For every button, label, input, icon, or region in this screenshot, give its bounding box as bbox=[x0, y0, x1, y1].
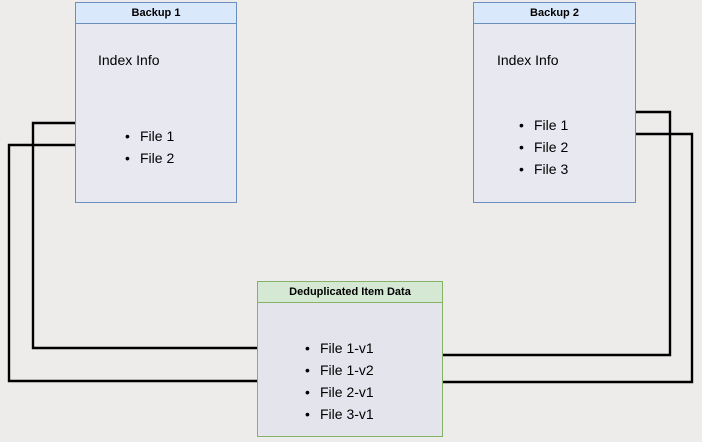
dedup-box[interactable]: Deduplicated Item Data File 1-v1 File 1-… bbox=[257, 281, 443, 437]
backup2-title: Backup 2 bbox=[473, 2, 636, 24]
backup1-file-list: File 1 File 2 bbox=[125, 125, 174, 169]
backup2-box[interactable]: Backup 2 Index Info File 1 File 2 File 3 bbox=[473, 2, 636, 203]
backup1-file-item[interactable]: File 2 bbox=[125, 147, 174, 169]
backup1-body: Index Info File 1 File 2 bbox=[75, 24, 237, 203]
backup2-file-list: File 1 File 2 File 3 bbox=[519, 114, 568, 180]
backup2-body: Index Info File 1 File 2 File 3 bbox=[473, 24, 636, 203]
dedup-file-item[interactable]: File 2-v1 bbox=[305, 381, 374, 403]
backup2-file-item[interactable]: File 1 bbox=[519, 114, 568, 136]
backup1-index-label: Index Info bbox=[98, 52, 160, 68]
backup2-file-item[interactable]: File 3 bbox=[519, 158, 568, 180]
backup2-index-label: Index Info bbox=[497, 52, 559, 68]
backup2-file-item[interactable]: File 2 bbox=[519, 136, 568, 158]
dedup-file-item[interactable]: File 3-v1 bbox=[305, 403, 374, 425]
dedup-file-item[interactable]: File 1-v2 bbox=[305, 359, 374, 381]
dedup-file-list: File 1-v1 File 1-v2 File 2-v1 File 3-v1 bbox=[305, 337, 374, 425]
dedup-title: Deduplicated Item Data bbox=[257, 281, 443, 303]
backup1-file-item[interactable]: File 1 bbox=[125, 125, 174, 147]
dedup-body: File 1-v1 File 1-v2 File 2-v1 File 3-v1 bbox=[257, 303, 443, 437]
backup1-box[interactable]: Backup 1 Index Info File 1 File 2 bbox=[75, 2, 237, 203]
dedup-file-item[interactable]: File 1-v1 bbox=[305, 337, 374, 359]
backup1-title: Backup 1 bbox=[75, 2, 237, 24]
